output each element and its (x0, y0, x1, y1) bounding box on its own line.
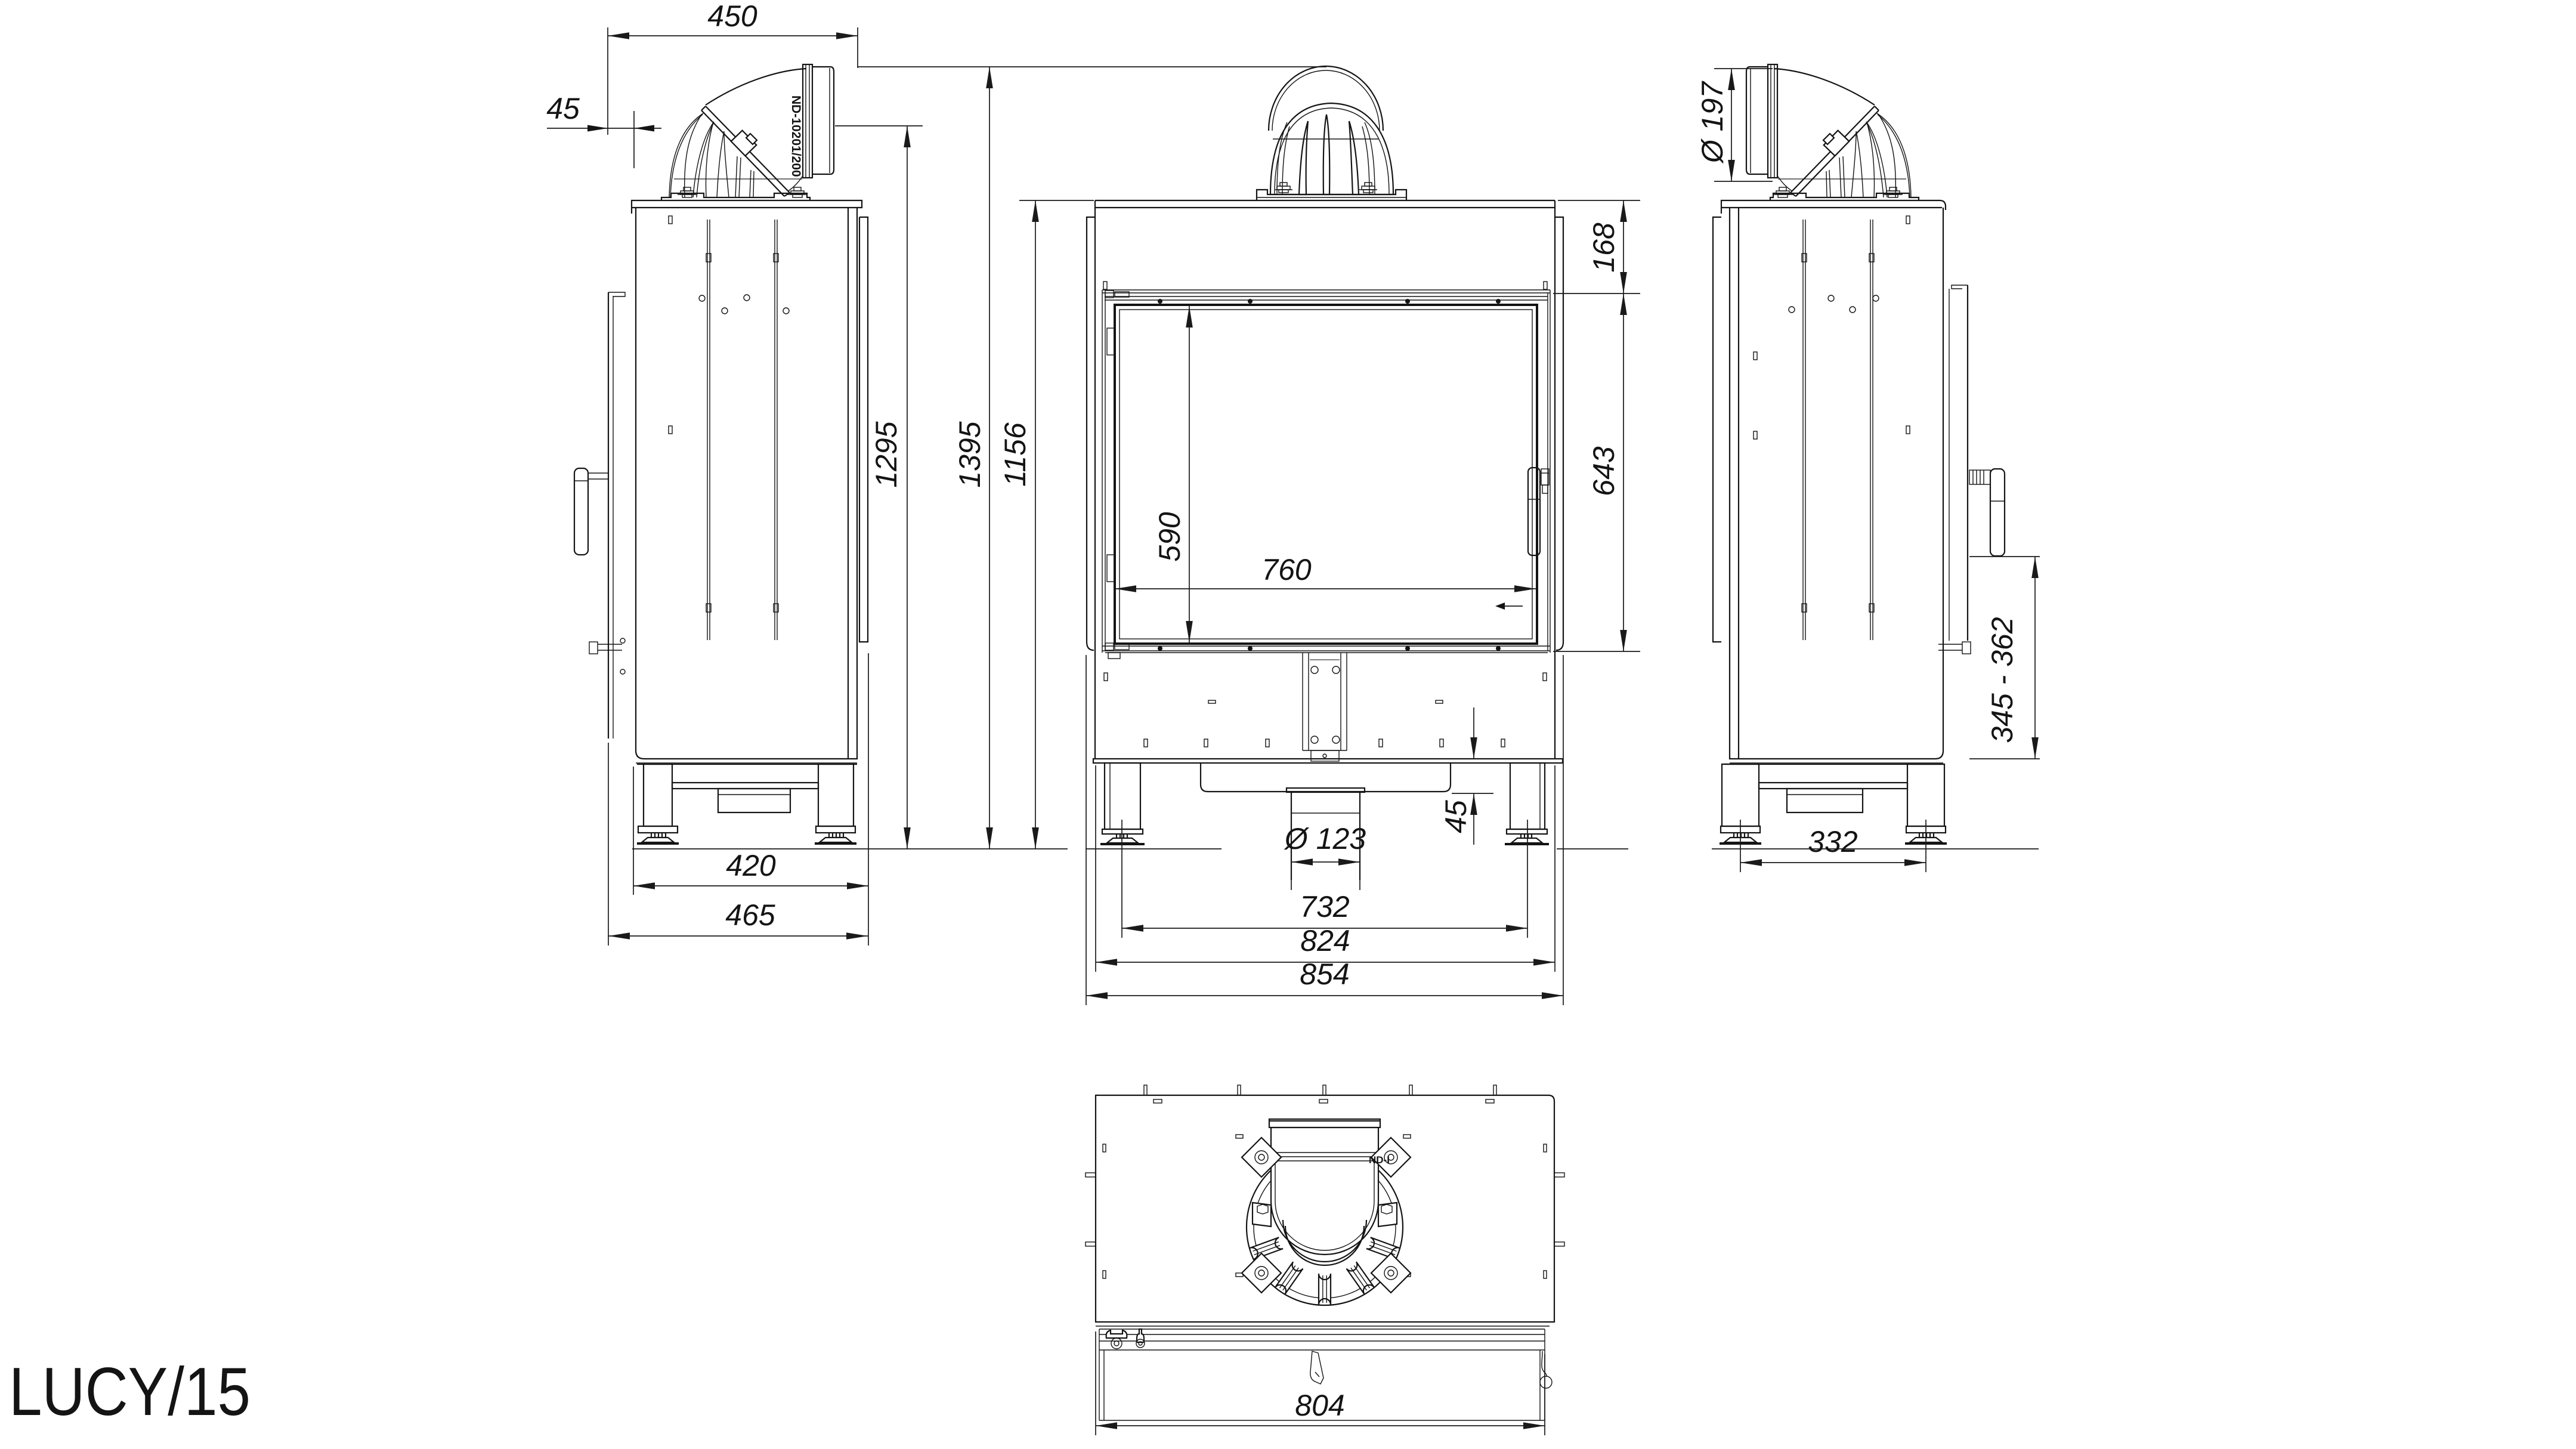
svg-text:Ø 197: Ø 197 (1696, 81, 1729, 164)
svg-text:824: 824 (1300, 924, 1350, 957)
svg-text:643: 643 (1587, 446, 1621, 496)
svg-text:804: 804 (1295, 1389, 1344, 1422)
svg-text:420: 420 (726, 849, 776, 882)
svg-text:1156: 1156 (998, 422, 1032, 487)
svg-text:345 - 362: 345 - 362 (1986, 617, 2019, 743)
svg-text:465: 465 (725, 898, 775, 932)
svg-text:450: 450 (707, 0, 757, 33)
svg-text:1295: 1295 (870, 421, 903, 487)
svg-text:590: 590 (1153, 512, 1186, 562)
svg-text:ND-I: ND-I (1369, 1154, 1390, 1166)
svg-text:Ø 123: Ø 123 (1284, 822, 1366, 855)
svg-text:732: 732 (1300, 890, 1350, 923)
svg-text:ND-10201/200: ND-10201/200 (789, 95, 803, 177)
svg-text:45: 45 (1439, 800, 1473, 833)
svg-text:760: 760 (1261, 553, 1312, 586)
svg-text:168: 168 (1587, 223, 1621, 273)
svg-text:332: 332 (1808, 825, 1858, 858)
svg-text:1395: 1395 (953, 421, 987, 487)
svg-text:LUCY/15: LUCY/15 (9, 1354, 251, 1430)
svg-text:854: 854 (1300, 957, 1349, 991)
svg-text:45: 45 (546, 92, 580, 125)
